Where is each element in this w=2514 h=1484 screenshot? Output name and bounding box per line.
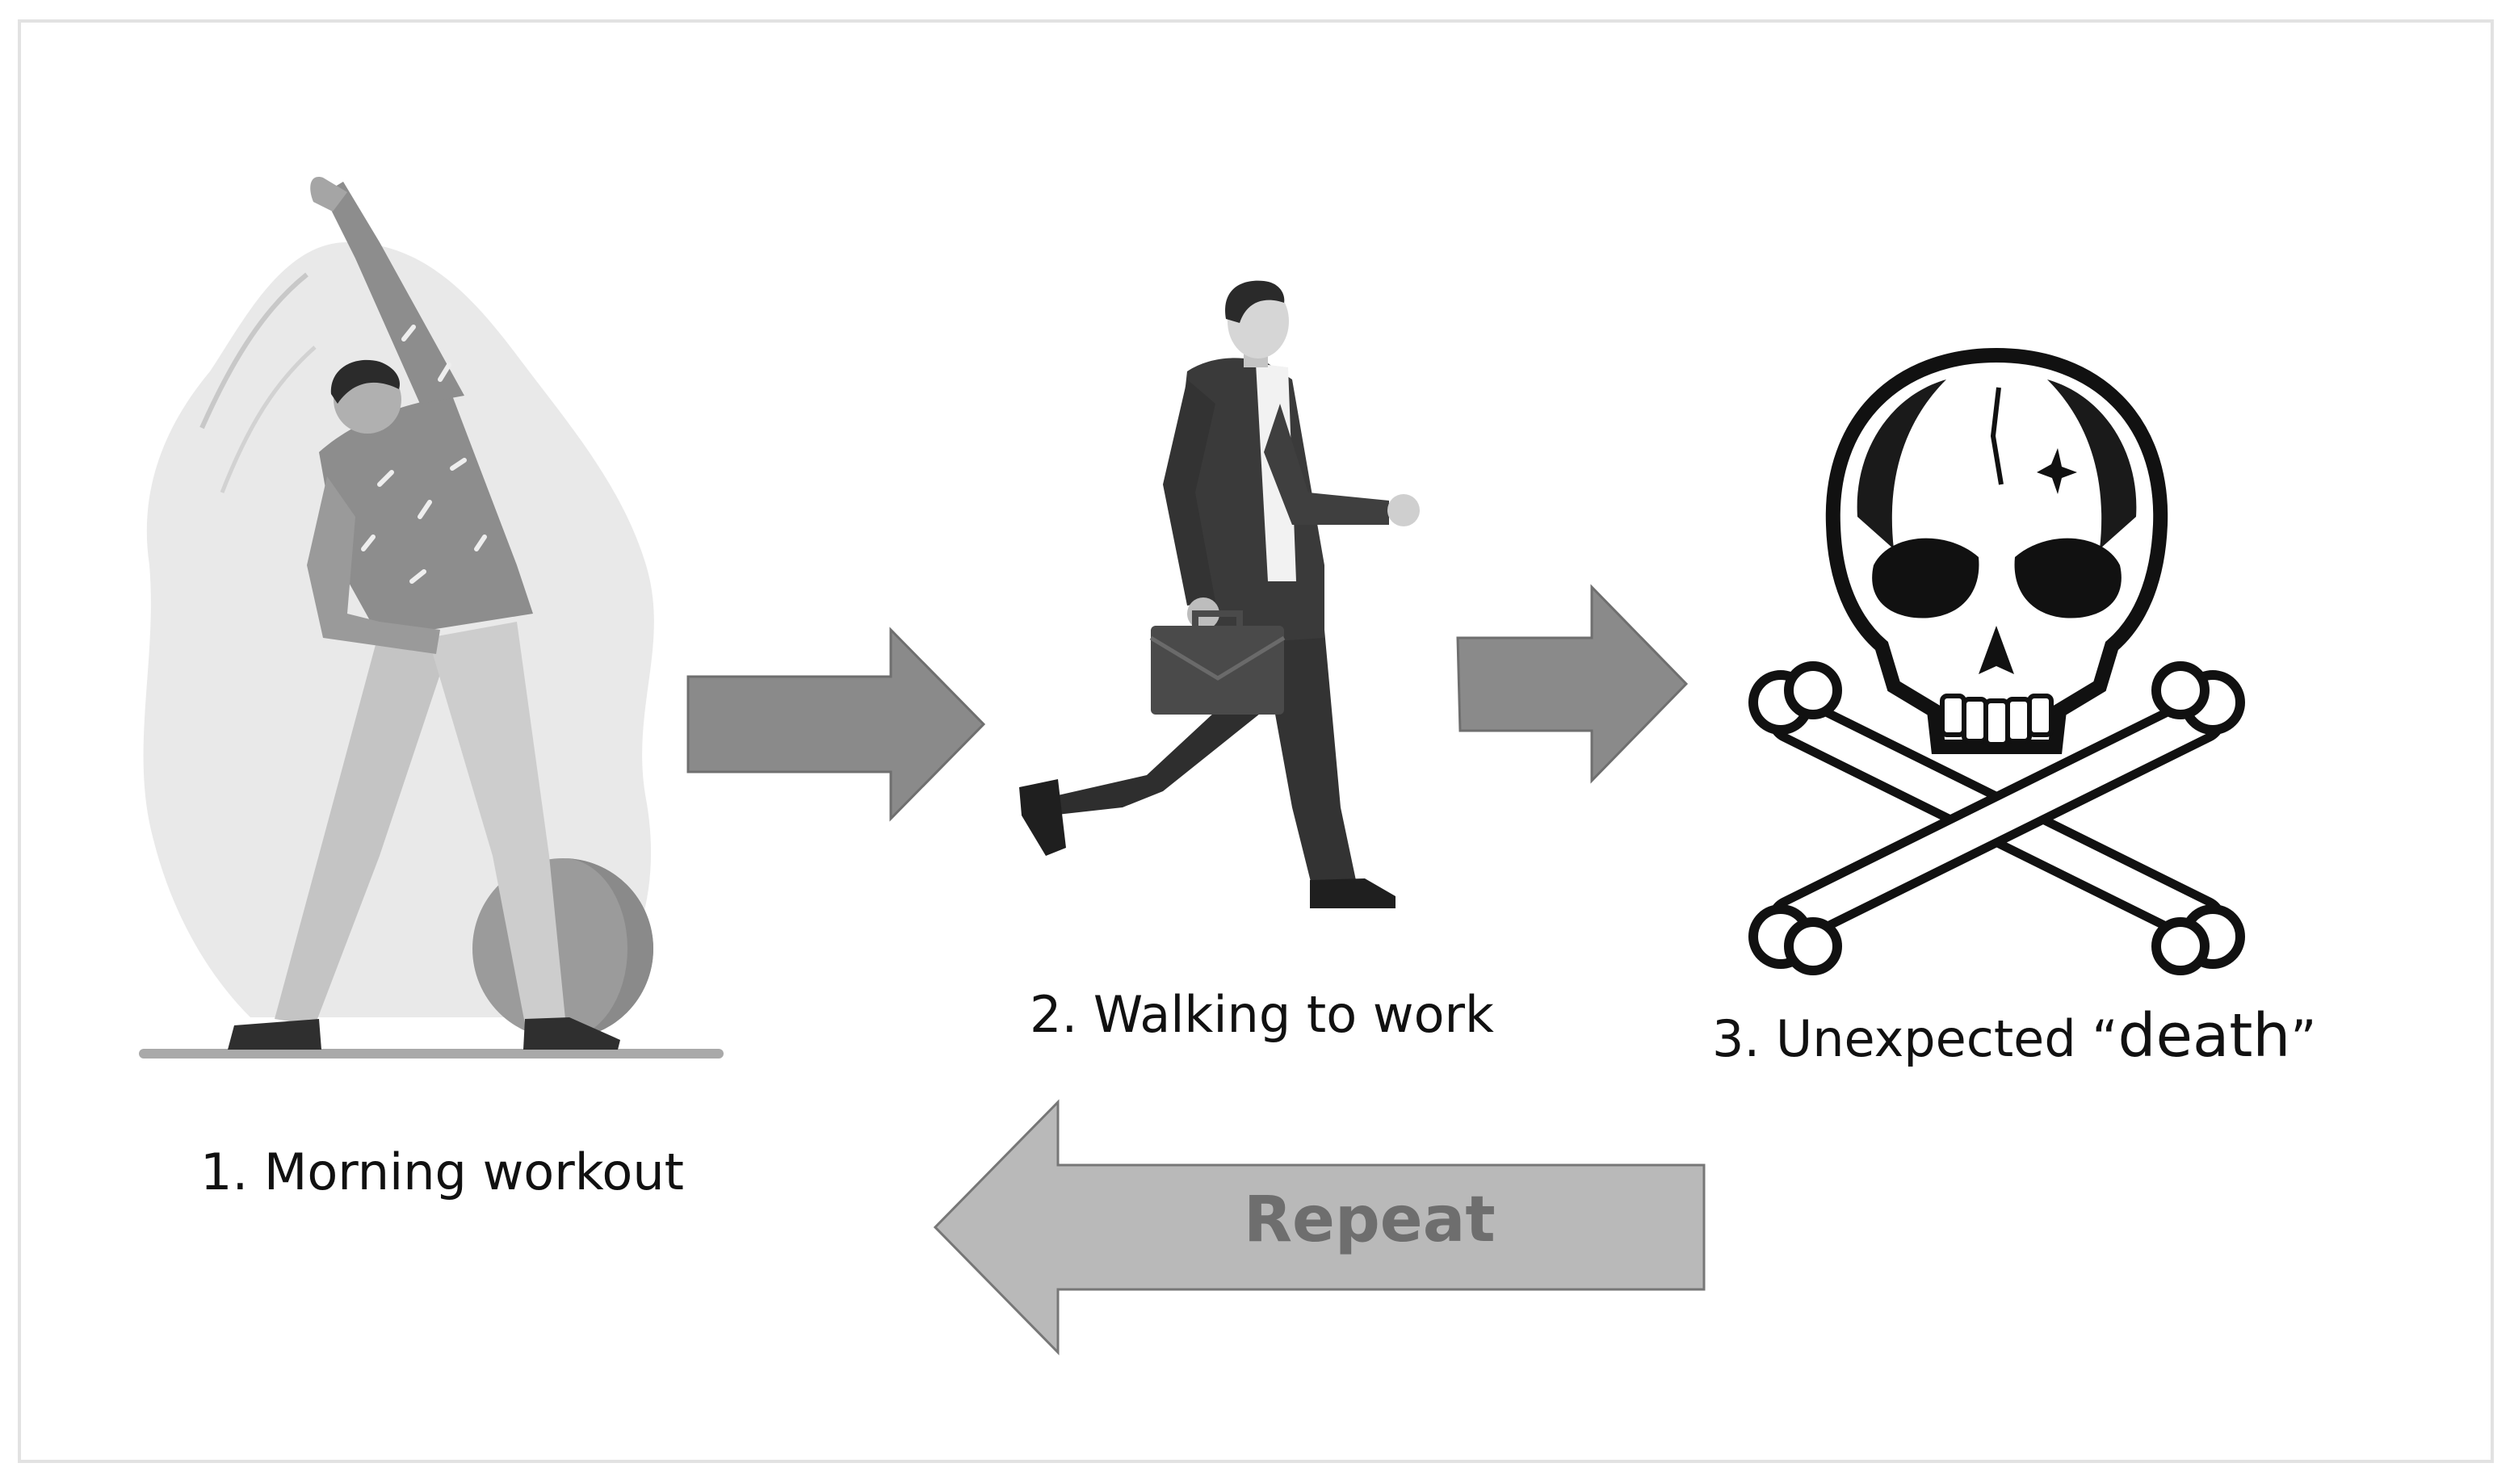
skull-crack [1990, 387, 2004, 485]
repeat-arrow-label: Repeat [1244, 1184, 1496, 1256]
step-3-label-suffix: ” [2290, 1009, 2317, 1068]
step-3-label: 3. Unexpected “death” [1712, 1001, 2316, 1071]
walking-businessman-illustration [1019, 280, 1420, 908]
right-shoe [523, 1017, 620, 1050]
step-1-label: 1. Morning workout [200, 1142, 684, 1201]
left-eye-socket [1872, 538, 1979, 618]
raised-arm [323, 182, 464, 404]
raised-hand [310, 177, 347, 212]
right-eye-socket [2014, 538, 2122, 618]
step-3-label-emphasis: death [2117, 1001, 2291, 1071]
extended-arm [1264, 404, 1389, 525]
briefcase [1151, 626, 1284, 715]
extended-hand [1387, 494, 1420, 526]
torso-shirt [319, 396, 533, 638]
back-shoe [1019, 779, 1066, 856]
teeth [1940, 694, 2054, 747]
step-2-label: 2. Walking to work [1030, 985, 1494, 1044]
nose-cavity [1979, 626, 2014, 674]
skull-and-crossbones-icon [1748, 347, 2245, 975]
right-leg [428, 622, 565, 1024]
skull-shade [2047, 379, 2137, 549]
arrow-step-2-to-3 [1456, 584, 1689, 784]
bent-arm [307, 476, 440, 654]
front-shoe [1310, 878, 1396, 908]
shirt-pattern [361, 325, 487, 584]
briefcase-arm [1163, 379, 1215, 606]
skull-spark [2037, 448, 2077, 494]
skull-shade [1857, 379, 1946, 549]
exercising-person-illustration [139, 177, 724, 1059]
briefcase-handle [1192, 610, 1243, 628]
repeat-arrow [933, 1099, 1706, 1356]
arrow-step-1-to-2 [686, 627, 986, 822]
hair [330, 359, 400, 404]
crossbones [1748, 661, 2245, 975]
left-shoe [228, 1019, 321, 1050]
exercise-ball-shade [563, 858, 653, 1039]
back-leg [1050, 662, 1284, 815]
motion-line [199, 272, 308, 430]
hair [1225, 280, 1285, 323]
briefcase-flap [1149, 635, 1286, 681]
step-3-label-prefix: 3. Unexpected “ [1712, 1009, 2118, 1068]
left-leg [275, 630, 452, 1025]
motion-line [220, 346, 317, 493]
